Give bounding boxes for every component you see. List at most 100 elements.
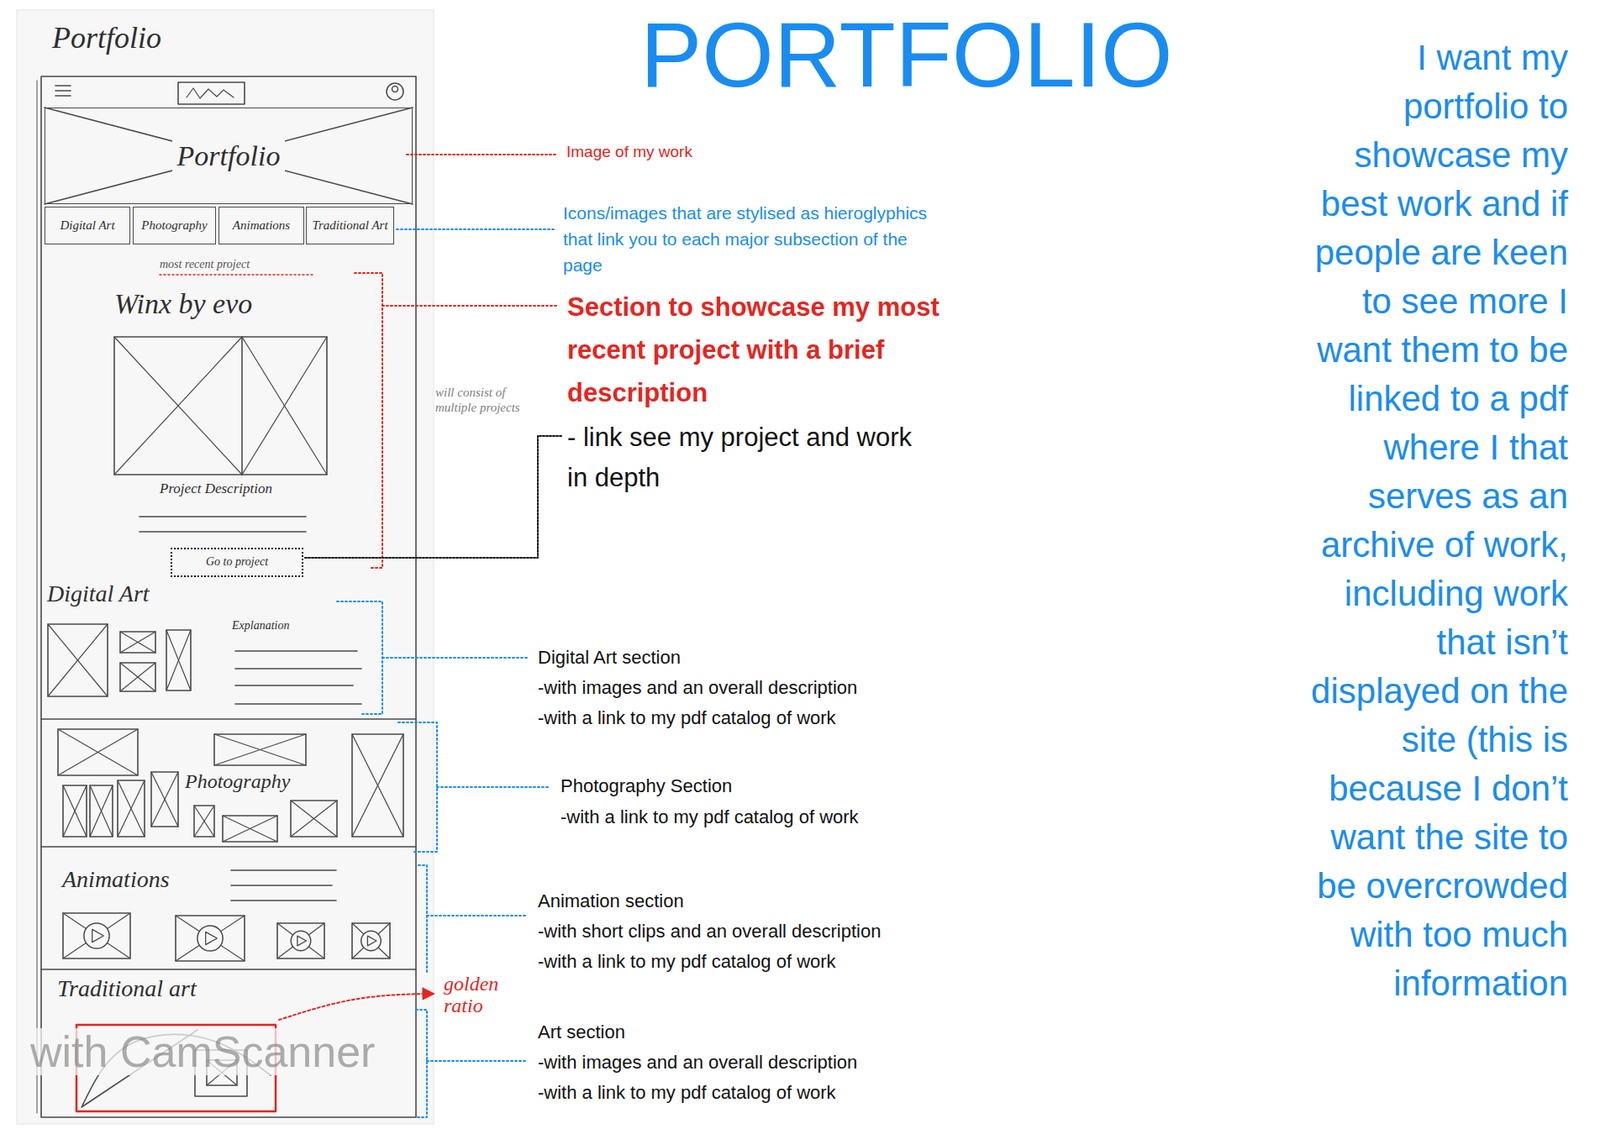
banner-cross	[44, 107, 413, 205]
text-line	[231, 869, 337, 872]
profile-icon	[392, 86, 399, 93]
play-triangle	[297, 936, 307, 947]
menu-icon	[55, 94, 71, 97]
image-cross	[47, 624, 108, 697]
photo-placeholder	[151, 772, 179, 827]
image-cross	[117, 780, 145, 837]
sketch-heading: Portfolio	[52, 20, 162, 57]
box-label: Digital Art	[59, 218, 115, 233]
side-statement: I want my portfolio to showcase my best …	[1303, 33, 1569, 1009]
video-thumbnail	[175, 915, 245, 962]
annotation-heading: Digital Art section	[537, 647, 681, 669]
scanned-paper	[16, 10, 434, 1125]
image-cross	[222, 815, 278, 843]
photo-placeholder	[63, 785, 87, 837]
box-label: Go to project	[205, 555, 269, 569]
menu-icon	[55, 84, 71, 87]
image-cross	[47, 624, 108, 697]
image-cross	[63, 913, 131, 959]
annotation-bullet: -with images and an overall description	[537, 1052, 858, 1074]
section-bracket	[415, 1010, 427, 1118]
image-cross	[277, 923, 325, 959]
image-cross	[89, 785, 113, 837]
image-cross	[89, 785, 113, 837]
image-cross	[117, 780, 145, 837]
sketch-note: will consist of multiple projects	[435, 384, 532, 416]
leader-line	[396, 228, 555, 231]
text-line	[235, 668, 362, 670]
photo-placeholder	[222, 815, 278, 843]
image-cross	[290, 800, 337, 837]
annotation-bullet: -with a link to my pdf catalog of work	[537, 1082, 837, 1105]
box-label: Photography	[141, 218, 207, 233]
play-triangle	[367, 936, 377, 947]
section-divider	[41, 718, 416, 720]
image-cross	[63, 785, 87, 837]
annotation-heading: Art section	[537, 1021, 626, 1044]
annotation-heading: Photography Section	[560, 775, 732, 798]
section-bracket	[354, 273, 383, 569]
image-placeholder	[120, 663, 156, 692]
box-label: Animations	[232, 218, 290, 233]
text-line	[235, 684, 353, 687]
image-cross	[194, 805, 215, 837]
leader-line	[426, 915, 528, 917]
leader-line	[305, 436, 562, 558]
sketch-note: Explanation	[231, 619, 290, 634]
photo-placeholder	[290, 800, 337, 837]
photo-placeholder	[117, 780, 145, 837]
nav-tab: Photography	[132, 206, 216, 245]
image-cross	[166, 630, 191, 691]
profile-icon	[386, 83, 404, 100]
phone-frame	[41, 76, 416, 1118]
image-cross	[352, 923, 390, 959]
nav-tab: Traditional Art	[305, 206, 395, 245]
play-triangle	[205, 931, 218, 945]
text-line	[139, 515, 306, 518]
image-cross	[57, 729, 138, 776]
image-cross	[120, 631, 156, 653]
sketch-note: golden ratio	[443, 973, 528, 1017]
image-cross	[175, 915, 245, 962]
image-cross	[352, 923, 390, 959]
image-cross	[290, 800, 337, 837]
image-cross	[63, 785, 87, 837]
leader-line	[382, 657, 528, 659]
image-cross	[114, 336, 243, 475]
image-cross	[214, 734, 306, 766]
section-bracket	[398, 722, 437, 853]
watermark: with CamScanner	[30, 1028, 375, 1076]
image-cross	[214, 734, 306, 766]
image-cross	[242, 336, 327, 475]
project-image	[114, 336, 327, 475]
text-line	[235, 650, 358, 653]
banner-cross	[44, 107, 413, 205]
image-cross	[120, 663, 156, 692]
text-line	[139, 531, 306, 533]
logo-box	[178, 82, 245, 105]
image-cross	[277, 923, 325, 959]
image-placeholder	[47, 624, 108, 697]
menu-icon	[55, 89, 71, 92]
photo-placeholder	[194, 805, 215, 837]
project-button: Go to project	[170, 547, 304, 578]
annotation-bullet: -with a link to my pdf catalog of work	[560, 806, 859, 829]
image-placeholder	[166, 630, 191, 691]
section-bracket	[418, 865, 427, 975]
page-title: PORTFOLIO	[640, 8, 1174, 101]
photo-placeholder	[352, 734, 404, 837]
image-cross	[57, 729, 138, 776]
play-button	[290, 931, 311, 952]
video-thumbnail	[63, 913, 131, 959]
annotation-heading: Section to showcase my most recent proje…	[567, 285, 988, 415]
photo-placeholder	[57, 729, 138, 776]
play-button	[197, 926, 223, 952]
annotation-bullet: -with a link to my pdf catalog of work	[537, 951, 837, 974]
box-label: Portfolio	[172, 139, 286, 173]
image-placeholder	[120, 631, 156, 653]
sketch-heading: Digital Art	[47, 579, 150, 609]
section-divider	[41, 846, 416, 848]
sketch-heading: Traditional art	[57, 974, 197, 1004]
text-line	[231, 884, 332, 887]
image-cross	[151, 772, 179, 827]
